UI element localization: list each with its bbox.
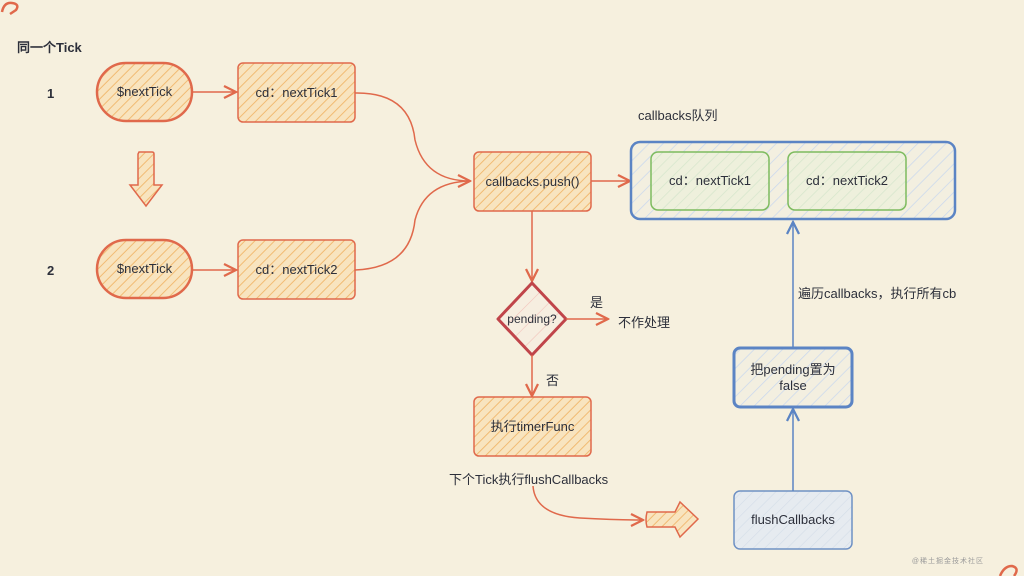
edge-nexttick-curve — [532, 485, 643, 520]
diagram-title: 同一个Tick — [17, 40, 82, 55]
decision-no-label: 否 — [546, 373, 560, 388]
queue-item-1-shape — [650, 151, 770, 211]
queue-item-2-shape — [787, 151, 907, 211]
callback-node-2: cd：nextTick2 — [238, 240, 355, 299]
timer-node-label: 执行timerFunc — [490, 418, 575, 434]
row-number-2: 2 — [47, 263, 55, 278]
clip-decoration-top — [0, 1, 19, 16]
nexttick-2-shape — [95, 238, 194, 300]
callback-node-1: cd：nextTick1 — [238, 63, 355, 122]
watermark: @稀土掘金技术社区 — [911, 558, 984, 565]
flush-node: flushCallbacks — [734, 491, 852, 549]
right-arrow-shape — [645, 500, 700, 539]
set-pending-node-label: 把pending置为false — [750, 361, 836, 393]
set-pending-node: 把pending置为false — [744, 348, 842, 407]
flush-node-label: flushCallbacks — [751, 512, 835, 527]
timer-node: 执行timerFunc — [474, 397, 591, 456]
decision-yes-result: 不作处理 — [618, 315, 671, 330]
push-node-label: callbacks.push() — [485, 173, 580, 189]
queue-item-2: cd：nextTick2 — [788, 152, 906, 210]
nexttick-node-2: $nextTick — [97, 240, 192, 298]
nexttick-node-2-label: $nextTick — [116, 261, 173, 276]
timer-shape — [473, 396, 592, 457]
clip-decoration-bottom — [998, 564, 1018, 576]
queue-title: callbacks队列 — [638, 108, 718, 123]
queue-item-2-label: cd：nextTick2 — [806, 173, 888, 188]
nexttick-node-1-label: $nextTick — [116, 84, 173, 99]
edge-cb2-to-push — [354, 180, 471, 271]
decision-yes-label: 是 — [590, 295, 604, 310]
callback-node-2-label: cd：nextTick2 — [255, 261, 338, 277]
down-arrow-shape — [128, 151, 164, 208]
decision-node-label: pending? — [507, 312, 557, 326]
callback-node-1-label: cd：nextTick1 — [255, 84, 338, 100]
queue-item-1-label: cd：nextTick1 — [669, 173, 751, 188]
decision-node: pending? — [498, 310, 566, 328]
edge-cb1-to-push — [354, 92, 470, 181]
queue-item-1: cd：nextTick1 — [651, 152, 769, 210]
next-tick-label: 下个Tick执行flushCallbacks — [449, 472, 609, 487]
push-node: callbacks.push() — [474, 152, 591, 211]
iterate-label: 遍历callbacks，执行所有cb — [798, 286, 957, 301]
row-number-1: 1 — [47, 86, 55, 101]
nexttick-node-1: $nextTick — [97, 63, 192, 121]
